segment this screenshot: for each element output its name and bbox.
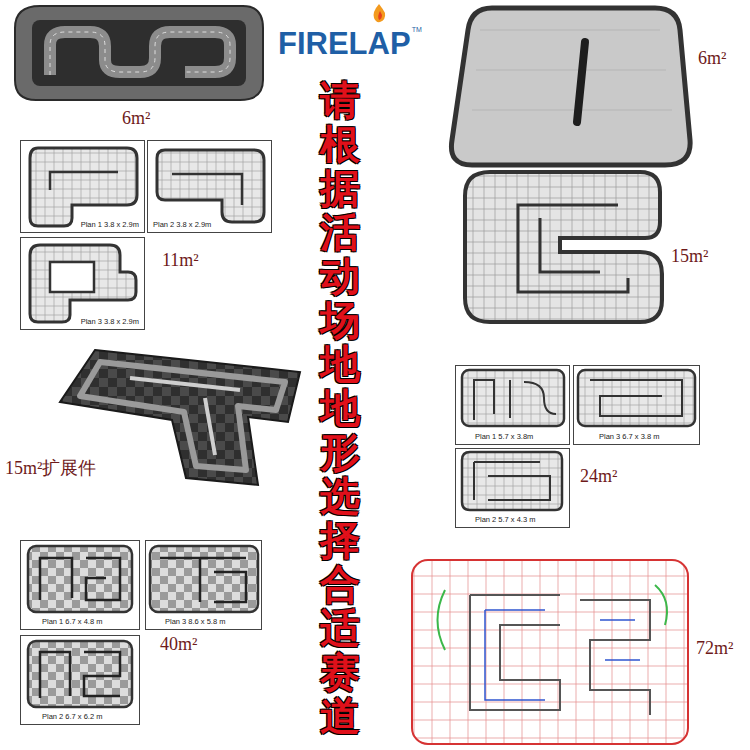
track-plan — [578, 370, 695, 426]
plan-caption: Plan 2 3.8 x 2.9m — [152, 221, 212, 229]
plan-caption: Plan 1 3.8 x 2.9m — [80, 221, 140, 229]
extension-lane — [80, 362, 285, 470]
plan-frame: Plan 2 3.8 x 2.9m — [147, 140, 272, 233]
plan-frame: Plan 1 6.7 x 4.8 m — [20, 540, 140, 630]
floor-seam — [472, 30, 672, 110]
area-label: 15m² — [671, 246, 708, 267]
plan-drawing-15 — [465, 172, 662, 322]
plan-caption: Plan 1 5.7 x 3.8m — [474, 433, 534, 441]
track-plan — [157, 150, 264, 222]
track-lane — [518, 205, 628, 292]
brand-logo: FIRELAP — [278, 26, 411, 62]
track-plan — [150, 546, 258, 612]
track-lane — [40, 558, 120, 600]
area-label: 15m²扩展件 — [5, 458, 96, 479]
oval-table — [451, 8, 690, 165]
track-plan — [30, 245, 136, 322]
curve-marker — [438, 590, 446, 650]
track-lane — [540, 218, 600, 272]
plan-frame: Plan 2 5.7 x 4.3 m — [455, 448, 570, 528]
track-lane — [590, 380, 682, 416]
track-lane-blue — [485, 610, 640, 700]
plan-drawings-40 — [28, 546, 258, 707]
plan-frame: Plan 3 3.8 x 2.9m — [20, 237, 145, 330]
track-lane — [50, 32, 230, 75]
curve-marker — [655, 585, 667, 625]
track-3d-small — [15, 6, 263, 100]
track-lane — [580, 600, 650, 715]
area-label: 6m² — [698, 48, 726, 69]
center-divider — [577, 42, 585, 122]
plan-frame: Plan 3 8.6 x 5.8 m — [145, 540, 262, 630]
area-label: 11m² — [162, 250, 199, 271]
track-lane — [474, 380, 556, 420]
vertical-title: 请根据活动场地地形选择合适赛道 — [320, 78, 360, 738]
track-plan — [28, 641, 132, 707]
area-label: 24m² — [580, 466, 617, 487]
track-border — [15, 6, 263, 100]
area-label: 6m² — [122, 108, 150, 129]
plan-frame: Plan 1 5.7 x 3.8m — [455, 365, 570, 445]
track-infield — [50, 262, 94, 292]
plan-caption: Plan 1 6.7 x 4.8 m — [41, 618, 103, 626]
plan-frame: Plan 2 6.7 x 6.2 m — [20, 635, 140, 725]
plan-caption: Plan 3 6.7 x 3.8 m — [598, 433, 660, 441]
area-label: 72m² — [696, 638, 733, 659]
track-lane — [50, 172, 118, 190]
track-floor — [32, 20, 246, 86]
extension-lane — [130, 378, 240, 455]
plan-frame: Plan 1 3.8 x 2.9m — [20, 140, 145, 233]
plan-caption: Plan 2 5.7 x 4.3 m — [474, 516, 536, 524]
track-lane — [474, 462, 550, 500]
plan-drawings-24 — [462, 370, 695, 510]
track-lane — [40, 652, 120, 698]
track-plan — [462, 452, 562, 510]
plan-caption: Plan 2 6.7 x 6.2 m — [41, 713, 103, 721]
track-plan — [412, 560, 688, 744]
logo-flame — [378, 11, 382, 20]
plan-frame: Plan 3 6.7 x 3.8 m — [573, 365, 700, 445]
logo-flame — [374, 4, 386, 22]
plan-caption: Plan 3 8.6 x 5.8 m — [164, 618, 226, 626]
trademark: TM — [412, 26, 422, 34]
plan-caption: Plan 3 3.8 x 2.9m — [80, 318, 140, 326]
track-lane — [172, 174, 242, 205]
track-3d-oval — [451, 8, 690, 165]
track-center-line — [50, 32, 230, 75]
track-lane — [470, 595, 560, 710]
track-lane — [160, 558, 246, 602]
plan-drawing-72 — [412, 560, 688, 744]
track-plan — [30, 148, 137, 226]
track-plan — [465, 172, 662, 322]
track-plan — [28, 546, 132, 612]
track-plan — [462, 370, 564, 426]
area-label: 40m² — [160, 634, 197, 655]
